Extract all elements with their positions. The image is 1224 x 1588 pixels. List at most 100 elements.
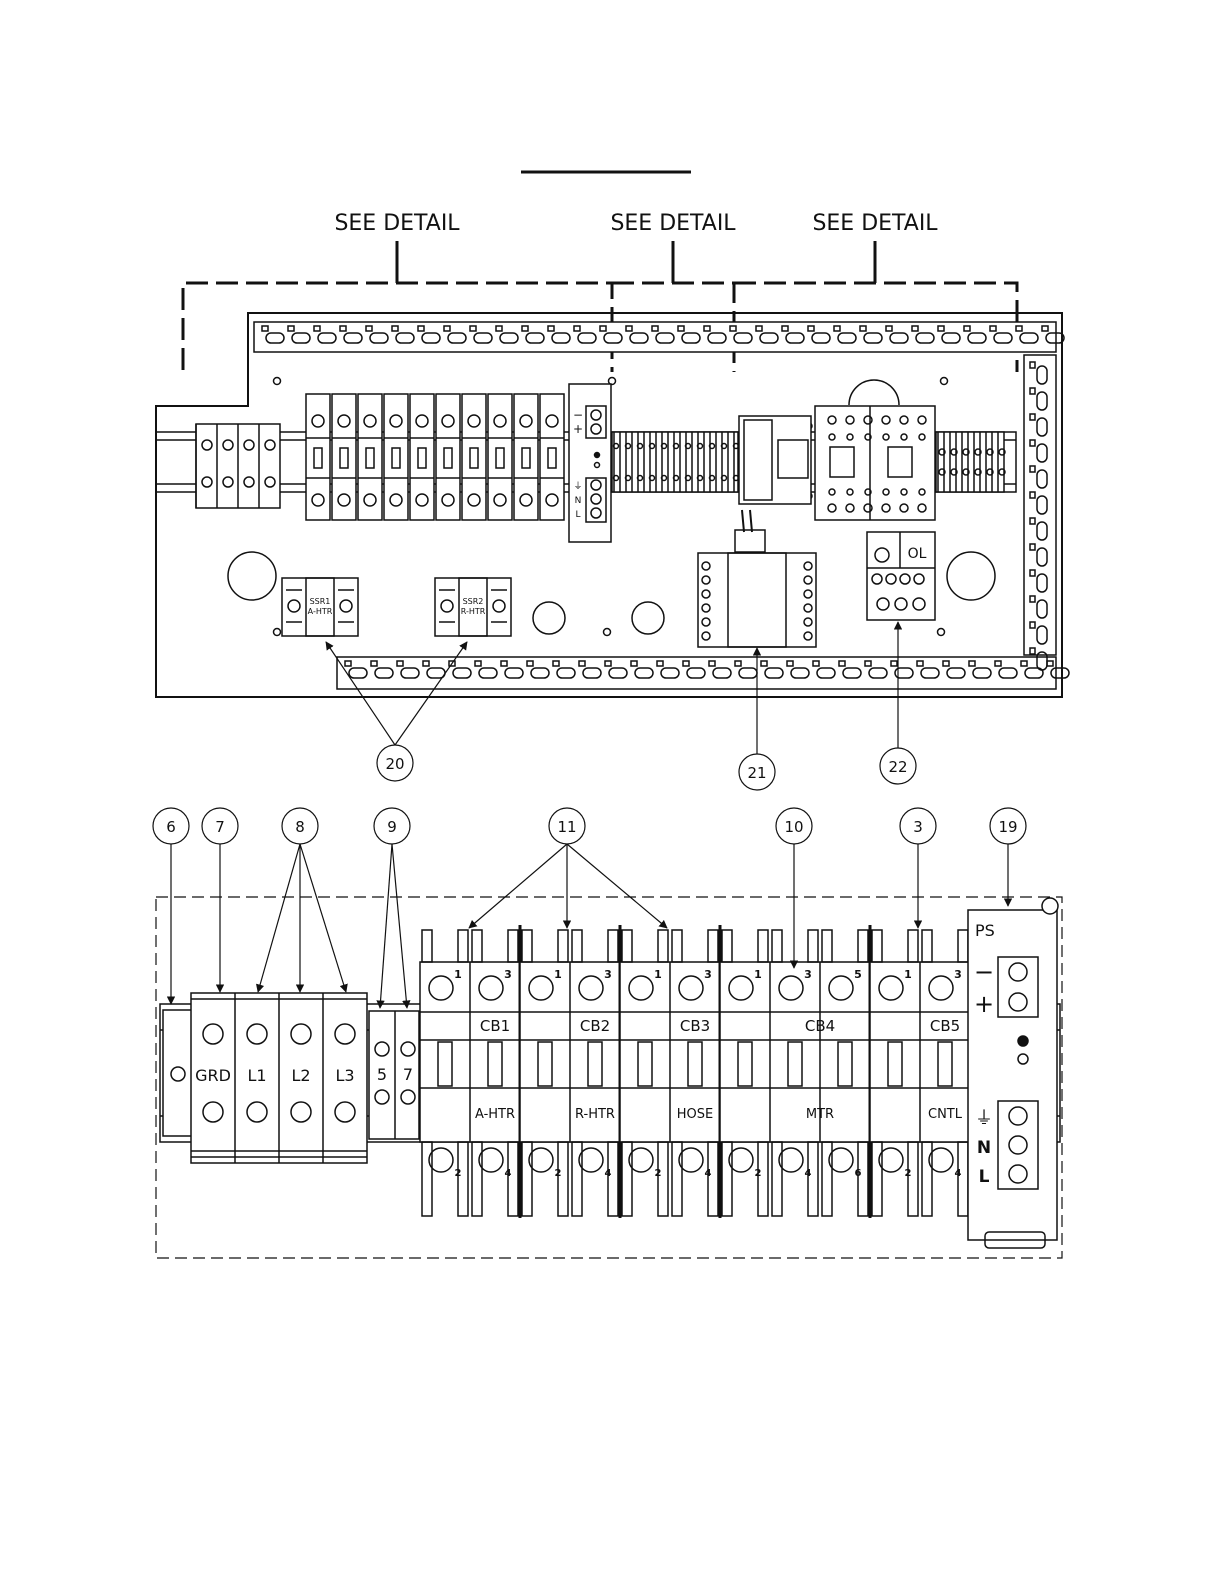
- breaker-cb5-tab: [958, 930, 968, 962]
- mount-hole: [941, 378, 948, 385]
- knockout: [947, 552, 995, 600]
- mount-hole: [604, 629, 611, 636]
- ssr-1-label-line2: A-HTR: [308, 607, 333, 616]
- breaker-cb3-terminal-number: 4: [705, 1168, 712, 1179]
- ssr-1-label-line1: SSR1: [310, 597, 331, 606]
- breaker-cb3-label: CB3: [680, 1017, 710, 1035]
- breaker-cb1-tab: [508, 1142, 518, 1216]
- breaker-cb3-tab: [672, 930, 682, 962]
- breaker-cb3-tab: [708, 930, 718, 962]
- breaker-cb1-tab: [458, 930, 468, 962]
- breaker-cb1-terminal-number: 2: [455, 1168, 462, 1179]
- mount-hole: [274, 629, 281, 636]
- breaker-cb3-tab: [658, 1142, 668, 1216]
- breaker-cb3-terminal-number: 2: [655, 1168, 662, 1179]
- breaker-cb3-circuit-label: HOSE: [677, 1107, 713, 1122]
- breaker-cb1-terminal-number: 3: [504, 968, 512, 981]
- callout-21: 21: [747, 764, 766, 782]
- breaker-cb3-tab: [622, 930, 632, 962]
- see-detail-label-2: SEE DETAIL: [610, 211, 736, 236]
- callout-6: 6: [166, 818, 176, 836]
- breaker-cb5-tab: [872, 930, 882, 962]
- callout-7: 7: [215, 818, 225, 836]
- breaker-pole: [540, 394, 564, 520]
- breaker-cb4-tab: [858, 1142, 868, 1216]
- mount-hole: [274, 378, 281, 385]
- ps-plus-label: +: [974, 990, 994, 1018]
- breaker-cb1-circuit-label: A-HTR: [475, 1107, 515, 1122]
- callout-8: 8: [295, 818, 305, 836]
- ps-top-ground: ⏚: [573, 481, 582, 492]
- breaker-cb1-tab: [422, 930, 432, 962]
- callout-19: 19: [998, 818, 1017, 836]
- breaker-cb1-label: CB1: [480, 1017, 510, 1035]
- breaker-cb4-terminal-number: 1: [754, 968, 762, 981]
- breaker-cb1-tab: [508, 930, 518, 962]
- transformer: [698, 553, 816, 647]
- breaker-cb3-tab: [658, 930, 668, 962]
- callout-9: 9: [387, 818, 397, 836]
- ps-top-plus: +: [573, 422, 583, 436]
- callout-22: 22: [888, 758, 907, 776]
- breaker-cb1-terminal-number: 4: [505, 1168, 512, 1179]
- knockout: [228, 552, 276, 600]
- mount-hole: [938, 629, 945, 636]
- knockout: [632, 602, 664, 634]
- breaker-cb4-terminal-number: 4: [805, 1168, 812, 1179]
- breaker-cb3-terminal-number: 3: [704, 968, 712, 981]
- terminal-label-7: 7: [403, 1065, 413, 1084]
- breaker-cb1-tab: [472, 930, 482, 962]
- breaker-pole: [384, 394, 408, 520]
- callout-3: 3: [913, 818, 923, 836]
- ps-ground-label: ⏚: [975, 1108, 993, 1129]
- breaker-cb5-circuit-label: CNTL: [928, 1107, 963, 1122]
- breaker-cb4-tab: [822, 930, 832, 962]
- ssr-2-label-line1: SSR2: [463, 597, 484, 606]
- breaker-pole: [332, 394, 356, 520]
- breaker-cb4-tab: [772, 930, 782, 962]
- breaker-cb2-tab: [558, 930, 568, 962]
- breaker-cb5-tab: [908, 930, 918, 962]
- breaker-cb4: [720, 962, 870, 1142]
- breaker-cb4-terminal-number: 2: [755, 1168, 762, 1179]
- breaker-cb5-tab: [958, 1142, 968, 1216]
- breaker-cb4-tab: [858, 930, 868, 962]
- breaker-cb5-terminal-number: 4: [955, 1168, 962, 1179]
- ps-top-n: N: [575, 496, 582, 506]
- breaker-cb4-tab: [758, 1142, 768, 1216]
- breaker-cb2-circuit-label: R-HTR: [575, 1107, 615, 1122]
- ps-top-minus: −: [573, 408, 583, 422]
- ps-label: PS: [975, 921, 995, 940]
- breaker-cb5-terminal-number: 1: [904, 968, 912, 981]
- callout-20: 20: [385, 755, 404, 773]
- breaker-pole: [462, 394, 486, 520]
- ps-n-label: N: [977, 1138, 991, 1158]
- breaker-cb2-terminal-number: 3: [604, 968, 612, 981]
- breaker-cb2-tab: [558, 1142, 568, 1216]
- ssr-2-label-line2: R-HTR: [461, 607, 486, 616]
- breaker-cb4-tab: [808, 930, 818, 962]
- terminal-label-l1: L1: [247, 1066, 266, 1085]
- see-detail-label-3: SEE DETAIL: [812, 211, 938, 236]
- top-callouts: [326, 622, 916, 790]
- breaker-cb2-terminal-number: 2: [555, 1168, 562, 1179]
- breaker-cb2-tab: [572, 930, 582, 962]
- ps-l-label: L: [979, 1167, 990, 1187]
- breaker-cb5-terminal-number: 3: [954, 968, 962, 981]
- callout-11: 11: [557, 818, 576, 836]
- breaker-cb4-terminal-number: 5: [854, 968, 862, 981]
- callout-10: 10: [784, 818, 803, 836]
- terminal-label-l2: L2: [291, 1066, 310, 1085]
- breaker-cb1-terminal-number: 1: [454, 968, 462, 981]
- terminal-strip: [612, 432, 738, 492]
- overload-label: OL: [908, 546, 927, 562]
- breaker-cb1-tab: [458, 1142, 468, 1216]
- terminal-label-l3: L3: [335, 1066, 354, 1085]
- breaker-cb2-tab: [608, 930, 618, 962]
- breaker-cb4-tab: [722, 930, 732, 962]
- breaker-pole: [306, 394, 330, 520]
- breaker-cb3-terminal-number: 1: [654, 968, 662, 981]
- wire-duct-right: [1024, 355, 1056, 655]
- breaker-pole: [358, 394, 382, 520]
